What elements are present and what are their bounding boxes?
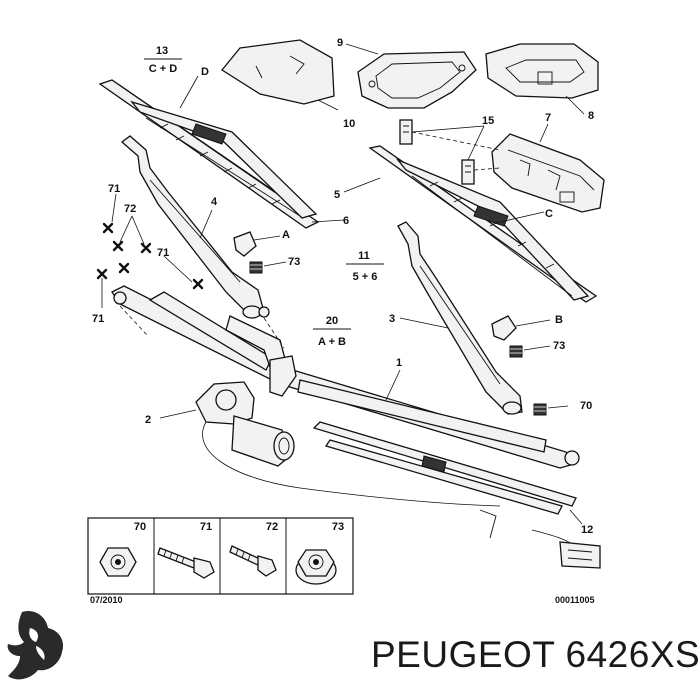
leader-lines	[101, 43, 585, 525]
callout-3: 3	[389, 313, 395, 325]
callout-B: B	[555, 314, 563, 326]
cap-part-A	[233, 231, 257, 257]
callout-12: 12	[581, 524, 593, 536]
bolt-icon	[229, 545, 277, 577]
callout-2: 2	[145, 414, 151, 426]
fraction-13-bottom: C + D	[149, 63, 177, 75]
nut-icon	[99, 547, 137, 577]
callout-71-top: 71	[108, 183, 120, 195]
callout-9: 9	[337, 37, 343, 49]
callout-A: A	[282, 229, 290, 241]
callout-5: 5	[334, 189, 340, 201]
housing-part-8	[485, 43, 599, 99]
wiper-linkage-part-1	[111, 285, 580, 469]
fraction-13-cd: 13 C + D	[144, 45, 182, 75]
callout-73-left: 73	[288, 256, 300, 268]
callout-71-mid: 71	[157, 247, 169, 259]
clips-part-15	[399, 119, 501, 185]
wiper-arm-left	[120, 135, 265, 319]
nut-73-right	[509, 345, 523, 358]
callout-4: 4	[211, 196, 218, 208]
wiper-arm-right	[397, 221, 523, 415]
callout-C: C	[545, 208, 553, 220]
legend-header-73: 73	[332, 521, 344, 533]
callout-10: 10	[343, 118, 355, 130]
legend-header-70: 70	[134, 521, 146, 533]
fraction-11-56: 11 5 + 6	[346, 250, 384, 283]
wiper-motor-part-2	[195, 381, 501, 507]
flange-nut-icon	[295, 549, 337, 585]
wiper-blade-right	[368, 145, 598, 303]
fastener-crosses	[96, 222, 204, 290]
product-title: PEUGEOT 6426XS	[371, 634, 700, 675]
callout-6: 6	[343, 215, 349, 227]
callout-71-bottom: 71	[92, 313, 104, 325]
diagram-date: 07/2010	[90, 595, 123, 605]
callout-7: 7	[545, 112, 551, 124]
callout-72: 72	[124, 203, 136, 215]
callout-labels: D 9 10 8 7 15 5 C 6 4 A 73 71 72 71 71 3…	[92, 37, 594, 536]
callout-D: D	[201, 66, 209, 78]
fraction-11-top: 11	[358, 250, 370, 262]
cowl-cover-part-10	[221, 39, 335, 105]
callout-70: 70	[580, 400, 592, 412]
legend-header-71: 71	[200, 521, 212, 533]
callout-15: 15	[482, 115, 494, 127]
motor-module-part-7	[491, 133, 605, 213]
peugeot-lion-logo-icon	[7, 610, 64, 680]
fraction-13-top: 13	[156, 45, 168, 57]
nut-70	[533, 403, 547, 416]
fraction-20-bottom: A + B	[318, 336, 346, 348]
cap-part-B	[491, 315, 517, 341]
nut-73-left	[249, 261, 263, 274]
callout-73-right: 73	[553, 340, 565, 352]
fastener-legend-table: 70 71 72 73	[87, 517, 354, 595]
screw-icon	[157, 547, 215, 579]
washer-rod-part-12	[312, 421, 601, 569]
fraction-20-ab: 20 A + B	[313, 315, 351, 348]
fraction-20-top: 20	[326, 315, 338, 327]
wiper-blade-left	[98, 79, 320, 229]
legend-header-72: 72	[266, 521, 278, 533]
fraction-11-bottom: 5 + 6	[353, 271, 378, 283]
callout-1: 1	[396, 357, 402, 369]
gasket-part-9	[357, 51, 477, 109]
diagram-reference: 00011005	[555, 595, 595, 605]
callout-8: 8	[588, 110, 594, 122]
